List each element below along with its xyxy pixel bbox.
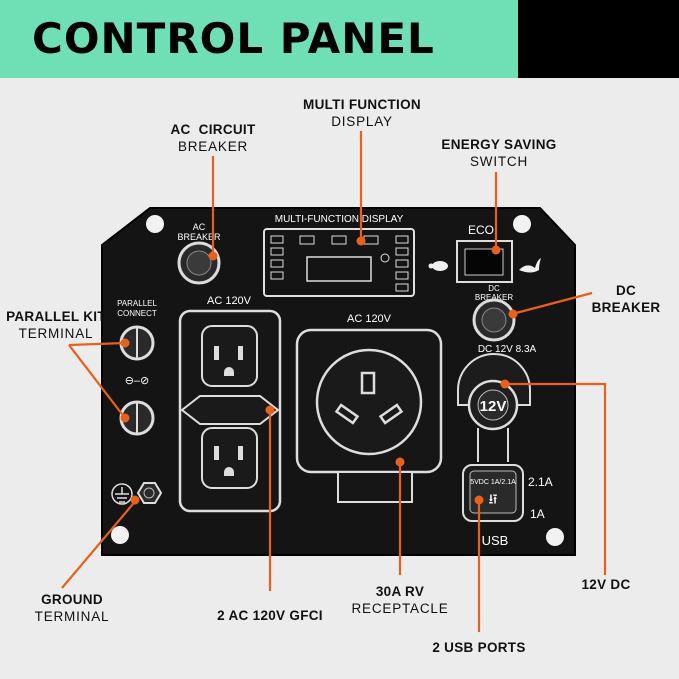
- callout-multi-function-sub: DISPLAY: [331, 114, 393, 129]
- callout-ground-bold: GROUND: [41, 592, 103, 607]
- ac-breaker-label-1: AC: [193, 222, 206, 232]
- callout-energy-saving: ENERGY SAVING SWITCH: [432, 136, 566, 170]
- usb-symbol-icon: ⭿: [488, 491, 497, 507]
- callout-ac-circuit-sub: BREAKER: [177, 139, 249, 154]
- multi-display-frame: [263, 228, 415, 297]
- ground-icon: [111, 483, 133, 505]
- leader-parallel-2: [68, 344, 126, 419]
- callout-ground: GROUND TERMINAL: [22, 591, 122, 625]
- page-title: CONTROL PANEL: [32, 14, 435, 63]
- leader-12vdc: [505, 382, 607, 575]
- leader-dc-breaker: [515, 291, 593, 315]
- callout-rv-bold: 30A RV: [375, 584, 425, 599]
- callout-gfci: 2 AC 120V GFCI: [205, 607, 335, 624]
- callout-usb-ports-bold: 2 USB PORTS: [432, 640, 526, 655]
- gfci-outlet-top: [201, 325, 258, 387]
- callout-parallel-kit-bold: PARALLEL KIT: [6, 309, 106, 324]
- callout-usb-ports: 2 USB PORTS: [415, 639, 543, 656]
- dc-rating-label: DC 12V 8.3A: [478, 344, 537, 355]
- callout-ground-sub: TERMINAL: [34, 609, 110, 624]
- usb-label: USB: [482, 533, 509, 548]
- callout-multi-function-bold: MULTI FUNCTION: [303, 97, 421, 112]
- dc-breaker-label-1: DC: [488, 284, 500, 293]
- callout-rv-sub: RECEPTACLE: [351, 601, 449, 616]
- socket-12v-label: 12V: [480, 398, 507, 415]
- callout-12v-dc-bold: 12V DC: [581, 577, 631, 592]
- leader-parallel-1: [68, 341, 126, 347]
- callout-gfci-bold: 2 AC 120V GFCI: [217, 608, 323, 623]
- eco-switch-frame: [456, 240, 513, 283]
- callout-parallel-kit-sub: TERMINAL: [18, 326, 94, 341]
- callout-ac-circuit-bold: AC CIRCUIT: [170, 122, 256, 137]
- mount-hole-bl: [111, 526, 129, 544]
- mount-hole-tl: [146, 215, 164, 233]
- rabbit-icon: [519, 258, 541, 273]
- mount-hole-tr: [513, 215, 531, 233]
- callout-energy-saving-sub: SWITCH: [469, 154, 529, 169]
- eco-label: ECO: [468, 223, 494, 237]
- callout-multi-function: MULTI FUNCTION DISPLAY: [298, 96, 426, 130]
- title-banner-black: [518, 0, 679, 78]
- usb-1a-label: 1A: [530, 507, 545, 521]
- rv-receptacle: [315, 348, 423, 456]
- callout-rv: 30A RV RECEPTACLE: [345, 583, 455, 617]
- callout-dc-breaker-bold: DC: [615, 283, 637, 298]
- leader-ground: [61, 497, 139, 589]
- callout-dc-breaker-bold2: BREAKER: [591, 300, 661, 315]
- title-banner: [0, 0, 518, 78]
- usb-spec-label: 5VDC 1A/2.1A: [470, 479, 516, 486]
- parallel-link-icon: ⊖‒⊘: [125, 375, 150, 387]
- parallel-label-1: PARALLEL: [117, 299, 157, 308]
- ac-breaker-label-2: BREAKER: [177, 232, 221, 242]
- display-screen: [306, 256, 372, 282]
- multi-display-label: MULTI-FUNCTION DISPLAY: [275, 214, 404, 225]
- dc-breaker-label-2: BREAKER: [475, 293, 513, 302]
- parallel-label-2: CONNECT: [117, 309, 157, 318]
- callout-12v-dc: 12V DC: [566, 576, 646, 593]
- callout-ac-circuit: AC CIRCUIT BREAKER: [163, 121, 263, 155]
- callout-parallel-kit: PARALLEL KIT TERMINAL: [0, 308, 112, 342]
- mount-hole-br: [546, 528, 564, 546]
- ac120-left-label: AC 120V: [207, 295, 252, 307]
- callout-dc-breaker: DC BREAKER: [586, 282, 666, 316]
- ground-nut: [136, 482, 163, 504]
- turtle-icon: [432, 261, 448, 271]
- ac120-right-label: AC 120V: [347, 313, 392, 325]
- callout-energy-saving-bold: ENERGY SAVING: [441, 137, 557, 152]
- usb-2-1a-label: 2.1A: [528, 475, 553, 489]
- gfci-outlet-bottom: [201, 427, 258, 489]
